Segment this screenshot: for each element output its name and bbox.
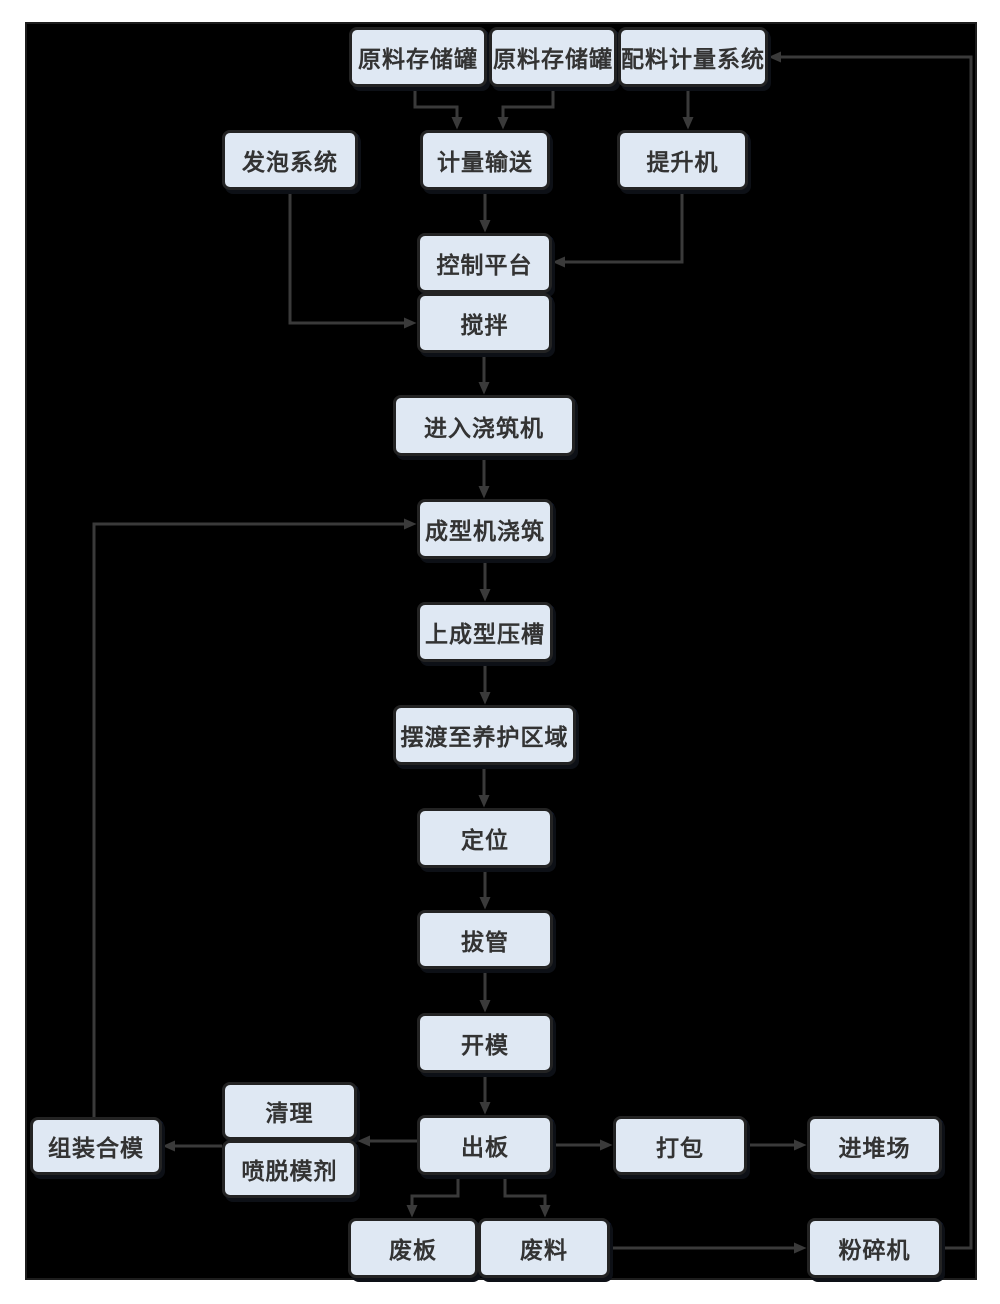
node-forming-machine-casting: 成型机浇筑	[417, 499, 553, 559]
node-mold-opening: 开模	[417, 1013, 553, 1073]
node-control-platform: 控制平台	[417, 233, 552, 293]
node-crusher: 粉碎机	[807, 1218, 942, 1278]
node-ferry-to-curing-area: 摆渡至养护区域	[393, 705, 576, 765]
node-raw-material-tank-1: 原料存储罐	[349, 27, 487, 87]
node-mixing: 搅拌	[417, 293, 552, 353]
node-tube-pulling: 拔管	[417, 910, 553, 969]
node-waste-material: 废料	[478, 1218, 610, 1278]
node-packing: 打包	[613, 1116, 747, 1175]
node-assemble-close-mold: 组装合模	[30, 1117, 162, 1175]
node-raw-material-tank-2: 原料存储罐	[489, 27, 617, 87]
node-waste-board: 废板	[348, 1218, 478, 1278]
node-enter-casting-machine: 进入浇筑机	[393, 395, 575, 456]
node-spray-release-agent: 喷脱模剂	[222, 1140, 357, 1198]
node-metering-conveyor: 计量输送	[420, 130, 550, 190]
node-cleaning: 清理	[222, 1082, 357, 1140]
node-positioning: 定位	[417, 808, 553, 868]
node-board-out: 出板	[417, 1115, 553, 1175]
node-foaming-system: 发泡系统	[222, 130, 358, 190]
node-stacking-yard: 进堆场	[807, 1116, 942, 1175]
node-forming-press-groove: 上成型压槽	[417, 602, 553, 662]
node-batching-metering-system: 配料计量系统	[618, 27, 768, 87]
node-hoist: 提升机	[617, 130, 748, 190]
